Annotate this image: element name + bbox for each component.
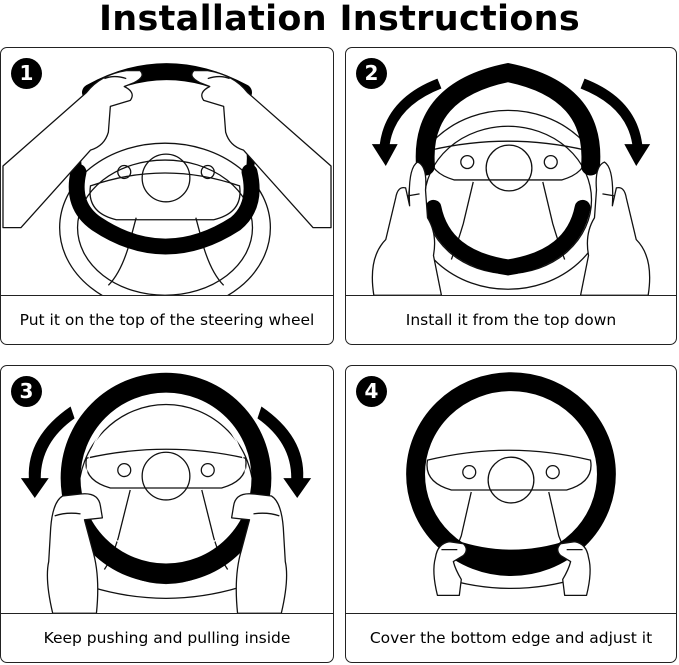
step-3-caption-area: Keep pushing and pulling inside: [1, 613, 333, 662]
step-2-illustration: [371, 62, 651, 296]
step-3-panel: 3 Keep pushing and pulling inside: [0, 365, 334, 663]
step-4-panel: 4 Cover the bottom edge and adjust it: [345, 365, 677, 663]
step-number-badge: 2: [356, 58, 387, 89]
step-4-caption-area: Cover the bottom edge and adjust it: [346, 613, 676, 662]
hand-icon: [46, 493, 288, 614]
step-number-badge: 4: [356, 376, 387, 407]
step-number-badge: 1: [11, 58, 42, 89]
wheel-cover-icon: [406, 372, 616, 576]
step-3-illustration: [20, 372, 312, 614]
step-2-panel: 2 Install it from the top down: [345, 47, 677, 345]
curved-arrow-icon: [371, 78, 651, 167]
wheel-cover-icon: [415, 62, 601, 276]
hand-icon: [371, 161, 651, 296]
curved-arrow-icon: [20, 406, 312, 498]
step-4-illustration: [406, 372, 616, 597]
page-title: Installation Instructions: [98, 0, 581, 39]
step-1-illustration: [2, 63, 332, 296]
step-4-caption: Cover the bottom edge and adjust it: [369, 629, 653, 647]
step-1-caption: Put it on the top of the steering wheel: [19, 311, 315, 329]
step-1-caption-area: Put it on the top of the steering wheel: [1, 295, 333, 344]
step-1-panel: 1 Put it on the top of the steering whee…: [0, 47, 334, 345]
step-number-badge: 3: [11, 376, 42, 407]
step-2-caption-area: Install it from the top down: [346, 295, 676, 344]
hand-icon: [433, 541, 591, 597]
step-2-caption: Install it from the top down: [405, 311, 617, 329]
wheel-cover-icon: [60, 372, 272, 584]
step-3-caption: Keep pushing and pulling inside: [43, 629, 291, 647]
hand-icon: [2, 69, 332, 229]
